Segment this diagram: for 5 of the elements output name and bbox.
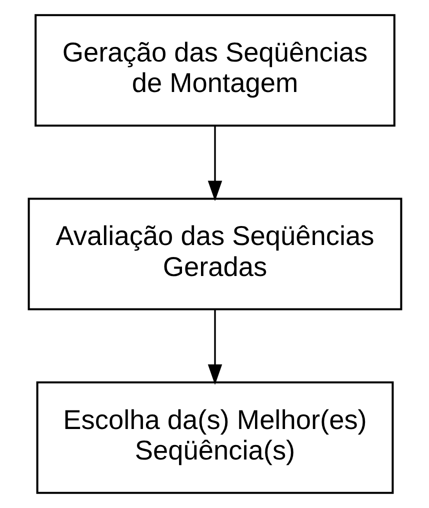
node-box: Avaliação das Seqüências Geradas (27, 198, 402, 310)
node-box: Geração das Seqüências de Montagem (34, 14, 395, 127)
arrow (207, 126, 222, 202)
node-box: Escolha da(s) Melhor(es) Seqüência(s) (36, 381, 394, 494)
arrow (207, 309, 222, 385)
